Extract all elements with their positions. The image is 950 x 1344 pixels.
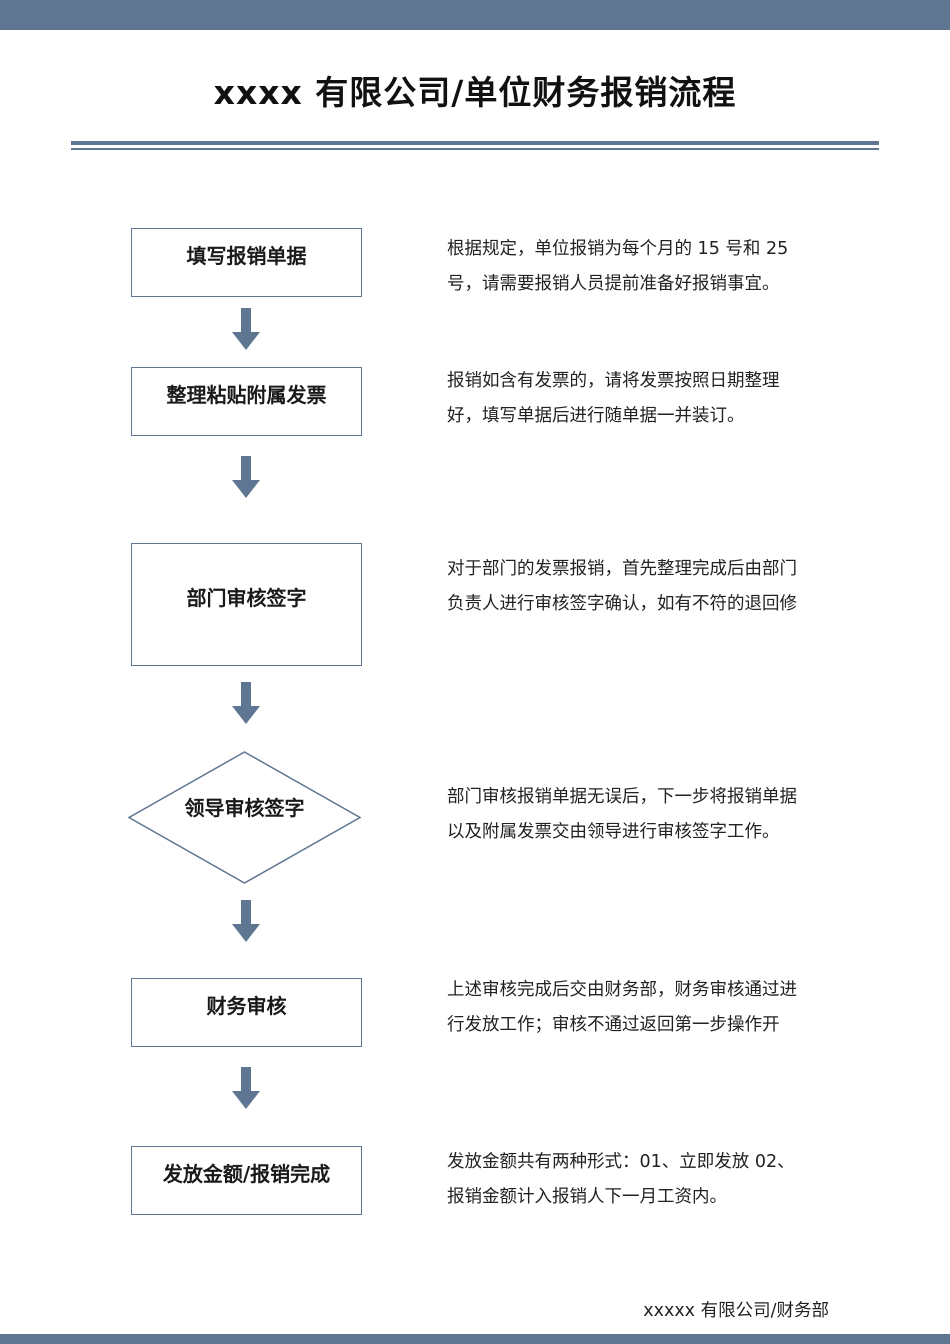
description-line: 发放金额共有两种形式：01、立即发放 02、 [447, 1152, 795, 1172]
description-line: 报销金额计入报销人下一月工资内。 [447, 1187, 727, 1207]
description-line: 以及附属发票交由领导进行审核签字工作。 [447, 822, 780, 842]
description-line: 部门审核报销单据无误后，下一步将报销单据 [447, 787, 797, 807]
title-underline-thin [71, 148, 879, 150]
flow-step-label: 发放金额/报销完成 [162, 1162, 331, 1186]
flow-step-label: 部门审核签字 [186, 586, 307, 610]
description-line: 行发放工作；审核不通过返回第一步操作开 [447, 1015, 780, 1035]
step-description-finance-review: 上述审核完成后交由财务部，财务审核通过进 行发放工作；审核不通过返回第一步操作开 [447, 973, 842, 1043]
footer-department: xxxxx 有限公司/财务部 [643, 1301, 829, 1321]
bottom-footer-bar [0, 1334, 950, 1344]
description-line: 根据规定，单位报销为每个月的 15 号和 25 [447, 239, 789, 259]
step-description-fill-form: 根据规定，单位报销为每个月的 15 号和 25 号，请需要报销人员提前准备好报销… [447, 232, 842, 302]
top-header-bar [0, 0, 950, 30]
step-description-department-review: 对于部门的发票报销，首先整理完成后由部门 负责人进行审核签字确认，如有不符的退回… [447, 552, 842, 622]
step-description-payout-complete: 发放金额共有两种形式：01、立即发放 02、 报销金额计入报销人下一月工资内。 [447, 1145, 842, 1215]
flow-step-finance-review: 财务审核 [131, 978, 362, 1047]
description-line: 对于部门的发票报销，首先整理完成后由部门 [447, 559, 797, 579]
description-line: 上述审核完成后交由财务部，财务审核通过进 [447, 980, 797, 1000]
flow-step-fill-form: 填写报销单据 [131, 228, 362, 297]
step-description-attach-invoices: 报销如含有发票的，请将发票按照日期整理 好，填写单据后进行随单据一并装订。 [447, 364, 842, 434]
flow-step-attach-invoices: 整理粘贴附属发票 [131, 367, 362, 436]
description-line: 报销如含有发票的，请将发票按照日期整理 [447, 371, 780, 391]
flow-step-department-review: 部门审核签字 [131, 543, 362, 666]
flow-step-label: 整理粘贴附属发票 [166, 383, 327, 407]
flow-step-label: 填写报销单据 [186, 244, 307, 268]
flow-step-leader-review-diamond [127, 751, 362, 884]
step-description-leader-review: 部门审核报销单据无误后，下一步将报销单据 以及附属发票交由领导进行审核签字工作。 [447, 780, 842, 850]
page-title: xxxx 有限公司/单位财务报销流程 [213, 73, 737, 112]
flow-step-payout-complete: 发放金额/报销完成 [131, 1146, 362, 1215]
flow-step-label: 领导审核签字 [184, 796, 305, 820]
description-line: 好，填写单据后进行随单据一并装订。 [447, 406, 745, 426]
title-underline-thick [71, 141, 879, 145]
description-line: 号，请需要报销人员提前准备好报销事宜。 [447, 274, 780, 294]
description-line: 负责人进行审核签字确认，如有不符的退回修 [447, 594, 797, 614]
flow-step-label: 财务审核 [206, 994, 287, 1018]
